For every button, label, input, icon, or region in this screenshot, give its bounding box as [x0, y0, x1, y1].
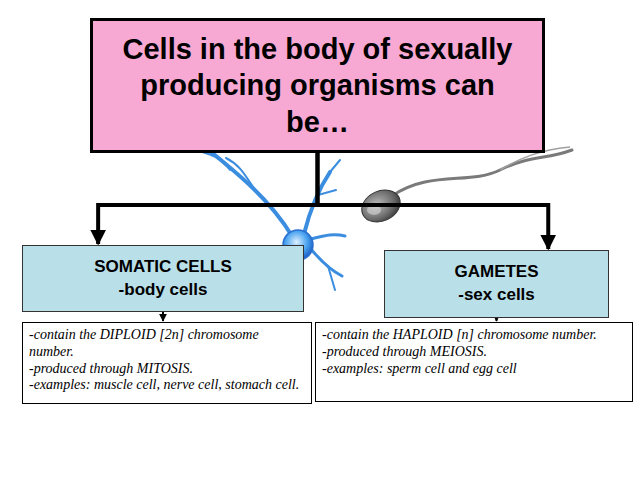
description-text: -contain the DIPLOID [2n] chromosome num… — [29, 327, 305, 361]
description-text: -produced through MEIOSIS. — [322, 344, 626, 361]
description-box: -contain the DIPLOID [2n] chromosome num… — [22, 322, 312, 404]
connector-arrow — [162, 312, 164, 321]
category-box: SOMATIC CELLS-body cells — [22, 245, 304, 312]
category-text: -sex cells — [458, 284, 535, 307]
title-box: Cells in the body of sexually producing … — [90, 18, 545, 153]
connector-arrow — [318, 153, 549, 249]
description-box: -contain the HAPLOID [n] chromosome numb… — [315, 322, 633, 402]
connector-arrow — [496, 318, 498, 321]
sperm-cell — [357, 147, 572, 228]
category-text: SOMATIC CELLS — [94, 256, 232, 279]
description-text: -contain the HAPLOID [n] chromosome numb… — [322, 327, 626, 344]
category-box: GAMETES-sex cells — [384, 250, 609, 318]
description-text: -examples: muscle cell, nerve cell, stom… — [29, 377, 305, 394]
category-text: GAMETES — [454, 261, 538, 284]
description-text: -produced through MITOSIS. — [29, 361, 305, 378]
heading-text: Cells in the body of sexually producing … — [107, 31, 528, 140]
description-text: -examples: sperm cell and egg cell — [322, 361, 626, 378]
category-text: -body cells — [119, 279, 208, 302]
connector-arrow — [98, 153, 317, 244]
